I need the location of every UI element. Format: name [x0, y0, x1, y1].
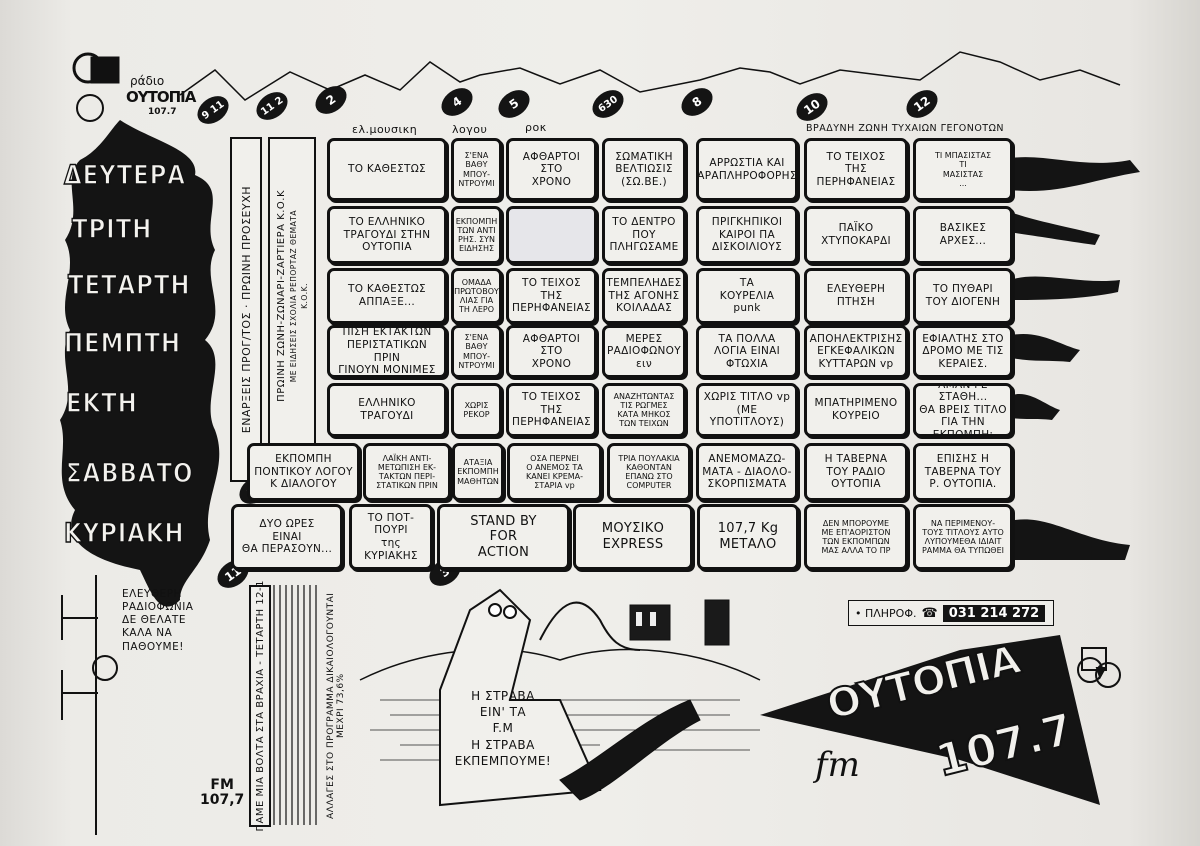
- program-cell-saturday-8: ΕΠΙΣΗΣ Η ΤΑΒΕΡΝΑ ΤΟΥ Ρ. ΟΥΤΟΠΙΑ.: [913, 443, 1013, 501]
- program-cell-wednesday-5: ΤΑ ΚΟΥΡΕΛΙΑ punk: [696, 268, 798, 324]
- program-cell-tuesday-6: ΠΑΪΚΟ ΧΤΥΠΟΚΑΡΔΙ: [804, 206, 908, 264]
- program-cell-sunday-2: ΤΟ ΠΟΤ- ΠΟΥΡΙ της ΚΥΡΙΑΚΗΣ: [349, 504, 433, 570]
- logo-name: ΟΥΤΟΠΙΑ: [126, 88, 196, 106]
- program-cell-wednesday-7: ΤΟ ΠΥΘΑΡΙ ΤΟΥ ΔΙΟΓΕΝΗ: [913, 268, 1013, 324]
- program-cell-friday-4: ΑΝΑΖΗΤΩΝΤΑΣ ΤΙΣ ΡΩΓΜΕΣ ΚΑΤΑ ΜΗΚΟΣ ΤΩΝ ΤΕ…: [602, 383, 686, 437]
- program-cell-friday-6: ΜΠΑΤΗΡΙΜΕΝΟ ΚΟΥΡΕΙΟ: [804, 383, 908, 437]
- program-cell-saturday-5: ΤΡΙΑ ΠΟΥΛΑΚΙΑ ΚΑΘΟΝΤΑΝ ΕΠΑΝΩ ΣΤΟ COMPUTE…: [607, 443, 691, 501]
- program-cell-thursday-3: ΑΦΘΑΡΤΟΙ ΣΤΟ ΧΡΟΝΟ: [506, 325, 597, 378]
- day-label-tuesday: ΤΡΙΤΗ: [71, 213, 153, 246]
- logo-radio-label: ράδιο: [130, 74, 165, 88]
- morning-opening-column: ΕΝΑΡΞΕΙΣ ΠΡΟΓ/ΤΟΣ · ΠΡΩΙΝΗ ΠΡΟΣΕΥΧΗ: [230, 137, 262, 482]
- right-ink-blob-4: [1012, 333, 1080, 362]
- right-ink-blob-2: [1005, 210, 1100, 245]
- program-cell-tuesday-4: ΤΟ ΔΕΝΤΡΟ ΠΟΥ ΠΛΗΓΩΣΑΜΕ: [602, 206, 686, 264]
- day-label-saturday: ΣΑΒΒΑΤΟ: [65, 457, 194, 490]
- program-cell-monday-4: ΣΩΜΑΤΙΚΗ ΒΕΛΤΙΩΣΙΣ (ΣΩ.ΒΕ.): [602, 138, 686, 201]
- changes-note-line-2: ΜΕΧΡΙ 73,6%: [336, 673, 346, 739]
- fm-frequency-label: FM 107,7: [200, 777, 245, 809]
- program-cell-saturday-1: ΕΚΠΟΜΠΗ ΠΟΝΤΙΚΟΥ ΛΟΓΟΥ Κ ΔΙΑΛΟΓΟΥ: [247, 443, 360, 501]
- morning-opening-text: ΕΝΑΡΞΕΙΣ ΠΡΟΓ/ΤΟΣ · ΠΡΩΙΝΗ ΠΡΟΣΕΥΧΗ: [239, 185, 253, 434]
- cartoon-landscape: [359, 588, 761, 807]
- genre-label-music: ελ.μουσικη: [352, 123, 418, 136]
- tuning-circles-icon: [1077, 647, 1121, 688]
- slogan-text: ΕΛΕΥΘΕΡΗ ΡΑΔΙΟΦΩΝΙΑ ΔΕ ΘΕΛΑΤΕ ΚΑΛΑ ΝΑ ΠΑ…: [122, 588, 194, 653]
- program-cell-tuesday-5: ΠΡΙΓΚΗΠΙΚΟΙ ΚΑΙΡΟΙ ΠΑ ΔΙΣΚΟΙΛΙΟΥΣ: [696, 206, 798, 264]
- right-ink-blob-5: [1012, 393, 1060, 420]
- mountain-line: [179, 51, 1121, 101]
- program-cell-tuesday-3: [506, 206, 597, 264]
- program-cell-friday-2: ΧΩΡΙΣ ΡΕΚΟΡ: [451, 383, 502, 437]
- program-cell-saturday-7: Η ΤΑΒΕΡΝΑ ΤΟΥ ΡΑΔΙΟ ΟΥΤΟΠΙΑ: [804, 443, 908, 501]
- logo-circles-icon: [72, 52, 120, 122]
- genre-label-rock: ροκ: [525, 121, 547, 134]
- morning-zone-title: ΠΡΩΙΝΗ ΖΩΝΗ-ΖΩΝΑΡΙ-ΖΑΡΤΙΕΡΑ Κ.Ο.Κ: [275, 190, 287, 402]
- changes-note: ΑΛΛΑΓΕΣ ΣΤΟ ΠΡΟΓΡΑΜΜΑ ΔΙΚΑΙΟΛΟΓΟΥΝΤΑΙ ΜΕ…: [320, 585, 352, 827]
- day-label-sunday: ΚΥΡΙΑΚΗ: [63, 517, 185, 550]
- cartoon-sign-text: Η ΣΤΡΑΒΑ ΕΙΝ' ΤΑ F.M Η ΣΤΡΑΒΑ ΕΚΠΕΜΠΟΥΜΕ…: [454, 689, 552, 768]
- program-cell-monday-6: ΤΟ ΤΕΙΧΟΣ ΤΗΣ ΠΕΡΗΦΑΝΕΙΑΣ: [804, 138, 908, 201]
- program-cell-friday-3: ΤΟ ΤΕΙΧΟΣ ΤΗΣ ΠΕΡΗΦΑΝΕΙΑΣ: [506, 383, 597, 437]
- logo-frequency: 107.7: [148, 107, 177, 117]
- right-ink-blob-6: [1015, 519, 1130, 560]
- phone-icon: ☎: [921, 605, 938, 621]
- day-ink-blob: [60, 120, 220, 607]
- morning-zone-subtitle: ΜΕ ΕΙΔΗΣΕΙΣ ΣΧΟΛΙΑ ΡΕΠΟΡΤΑΖ ΘΕΜΑΤΑ: [288, 209, 298, 383]
- program-cell-saturday-4: ΟΣΑ ΠΕΡΝΕΙ Ο ΑΝΕΜΟΣ ΤΑ ΚΑΝΕΙ ΚΡΕΜΑ- ΣΤΑΡ…: [507, 443, 602, 501]
- program-cell-thursday-5: ΤΑ ΠΟΛΛΑ ΛΟΓΙΑ ΕΙΝΑΙ ΦΤΩΧΙΑ: [696, 325, 798, 378]
- program-cell-sunday-3: STAND BY FOR ACTION: [437, 504, 570, 570]
- hatched-strip: [273, 585, 317, 825]
- walk-strip: ΠΑΜΕ ΜΙΑ ΒΟΛΤΑ ΣΤΑ ΒΡΑΧΙΑ - ΤΕΤΑΡΤΗ 12-1: [249, 580, 271, 832]
- program-cell-monday-3: ΑΦΘΑΡΤΟΙ ΣΤΟ ΧΡΟΝΟ: [506, 138, 597, 201]
- program-cell-wednesday-4: ΤΕΜΠΕΛΗΔΕΣ ΤΗΣ ΑΓΟΝΗΣ ΚΟΙΛΑΔΑΣ: [602, 268, 686, 324]
- program-cell-sunday-6: ΔΕΝ ΜΠΟΡΟΥΜΕ ΜΕ ΕΠ'ΑΟΡΙΣΤΟΝ ΤΩΝ ΕΚΠΟΜΠΩΝ…: [804, 504, 908, 570]
- program-cell-tuesday-2: ΕΚΠΟΜΠΗ ΤΩΝ ΑΝΤΙ ΡΗΣ. ΣΥΝ ΕΙΔΗΣΗΣ: [451, 206, 502, 264]
- program-cell-sunday-5: 107,7 Kg ΜΕΤΑΛΟ: [697, 504, 799, 570]
- antenna-drawing: [61, 575, 118, 835]
- genre-label-speech: λογου: [452, 123, 488, 136]
- program-cell-friday-5: ΧΩΡΙΣ ΤΙΤΛΟ vp (ΜΕ ΥΠΟΤΙΤΛΟΥΣ): [696, 383, 798, 437]
- program-cell-monday-1: ΤΟ ΚΑΘΕΣΤΩΣ: [327, 138, 447, 201]
- day-label-monday: ΔΕΥΤΕΡΑ: [63, 159, 186, 192]
- program-cell-monday-2: Σ'ΕΝΑ ΒΑΘΥ ΜΠΟΥ- ΝΤΡΟΥΜΙ: [451, 138, 502, 201]
- program-cell-friday-1: ΕΛΛΗΝΙΚΟ ΤΡΑΓΟΥΔΙ: [327, 383, 447, 437]
- right-ink-blob-3: [1010, 276, 1120, 300]
- program-cell-thursday-4: ΜΕΡΕΣ ΡΑΔΙΟΦΩΝΟΥ ειν: [602, 325, 686, 378]
- day-label-thursday: ΠΕΜΠΤΗ: [63, 327, 181, 360]
- program-cell-monday-5: ΑΡΡΩΣΤΙΑ ΚΑΙ ΠΑΡΑΠΛΗΡΟΦΟΡΗΣΗ: [696, 138, 798, 201]
- right-ink-blob-1: [1000, 157, 1140, 191]
- info-label: • ΠΛΗΡΟΦ.: [855, 606, 917, 620]
- program-cell-saturday-6: ΑΝΕΜΟΜΑΖΩ- ΜΑΤΑ - ΔΙΑΟΛΟ- ΣΚΟΡΠΙΣΜΑΤΑ: [696, 443, 798, 501]
- big-logo-fm: fm: [815, 745, 860, 785]
- program-cell-thursday-1: ΛΑΪΚΗ ΑΝΤΙΜΕΤΩ ΠΙΣΗ ΕΚΤΑΚΤΩΝ ΠΕΡΙΣΤΑΤΙΚΩ…: [327, 325, 447, 378]
- phone-number[interactable]: 031 214 272: [942, 604, 1046, 622]
- program-cell-sunday-1: ΔΥΟ ΩΡΕΣ ΕΙΝΑΙ ΘΑ ΠΕΡΑΣΟΥΝ...: [231, 504, 343, 570]
- program-cell-tuesday-1: ΤΟ ΕΛΛΗΝΙΚΟ ΤΡΑΓΟΥΔΙ ΣΤΗΝ ΟΥΤΟΠΙΑ: [327, 206, 447, 264]
- day-label-friday: ΕΚΤΗ: [65, 387, 138, 420]
- program-cell-saturday-3: ΑΤΑΞΙΑ ΕΚΠΟΜΠΗ ΜΑΘΗΤΩΝ: [452, 443, 504, 501]
- program-cell-sunday-4: ΜΟΥΣΙΚΟ EXPRESS: [573, 504, 693, 570]
- morning-zone-kok: Κ.Ο.Κ.: [299, 283, 309, 309]
- program-cell-thursday-6: ΑΠΟΗΛΕΚΤΡΙΣΗΣ ΕΓΚΕΦΑΛΙΚΩΝ ΚΥΤΤΑΡΩΝ vp: [804, 325, 908, 378]
- morning-zone-column: ΠΡΩΙΝΗ ΖΩΝΗ-ΖΩΝΑΡΙ-ΖΑΡΤΙΕΡΑ Κ.Ο.Κ ΜΕ ΕΙΔ…: [268, 137, 316, 455]
- program-cell-thursday-2: Σ'ΕΝΑ ΒΑΘΥ ΜΠΟΥ- ΝΤΡΟΥΜΙ: [451, 325, 502, 378]
- genre-label-evening-zone: ΒΡΑΔΥΝΗ ΖΩΝΗ ΤΥΧΑΙΩΝ ΓΕΓΟΝΟΤΩΝ: [806, 123, 1004, 134]
- program-cell-monday-7: ΤΙ ΜΠΑΣΙΣΤΑΣ ΤΙ ΜΑΣΙΣΤΑΣ ...: [913, 138, 1013, 201]
- program-cell-friday-7: ΑΜΑΝ ΡΕ ΣΤΑΘΗ... ΘΑ ΒΡΕΙΣ ΤΙΤΛΟ ΓΙΑ ΤΗΝ …: [913, 383, 1013, 437]
- program-cell-wednesday-6: ΕΛΕΥΘΕΡΗ ΠΤΗΣΗ: [804, 268, 908, 324]
- changes-note-line-1: ΑΛΛΑΓΕΣ ΣΤΟ ΠΡΟΓΡΑΜΜΑ ΔΙΚΑΙΟΛΟΓΟΥΝΤΑΙ: [326, 592, 336, 820]
- program-cell-saturday-2: ΛΑΪΚΗ ΑΝΤΙ- ΜΕΤΩΠΙΣΗ ΕΚ- ΤΑΚΤΩΝ ΠΕΡΙ- ΣΤ…: [363, 443, 451, 501]
- program-cell-wednesday-2: ΟΜΑΔΑ ΠΡΩΤΟΒΟΥ ΛΙΑΣ ΓΙΑ ΤΗ ΛΕΡΟ: [451, 268, 502, 324]
- program-cell-tuesday-7: ΒΑΣΙΚΕΣ ΑΡΧΕΣ...: [913, 206, 1013, 264]
- day-label-wednesday: ΤΕΤΑΡΤΗ: [67, 269, 191, 302]
- program-cell-thursday-7: ΕΦΙΑΛΤΗΣ ΣΤΟ ΔΡΟΜΟ ΜΕ ΤΙΣ ΚΕΡΑΙΕΣ.: [913, 325, 1013, 378]
- program-cell-sunday-7: ΝΑ ΠΕΡΙΜΕΝΟΥ- ΤΟΥΣ ΤΙΤΛΟΥΣ ΑΥΤΟ ΛΥΠΟΥΜΕΘ…: [913, 504, 1013, 570]
- logo-triangle: [760, 635, 1100, 805]
- walk-strip-text: ΠΑΜΕ ΜΙΑ ΒΟΛΤΑ ΣΤΑ ΒΡΑΧΙΑ - ΤΕΤΑΡΤΗ 12-1: [254, 580, 266, 832]
- program-cell-wednesday-3: ΤΟ ΤΕΙΧΟΣ ΤΗΣ ΠΕΡΗΦΑΝΕΙΑΣ: [506, 268, 597, 324]
- info-box: • ΠΛΗΡΟΦ. ☎ 031 214 272: [848, 600, 1054, 626]
- program-cell-wednesday-1: ΤΟ ΚΑΘΕΣΤΩΣ ΑΠΠΑΞΕ...: [327, 268, 447, 324]
